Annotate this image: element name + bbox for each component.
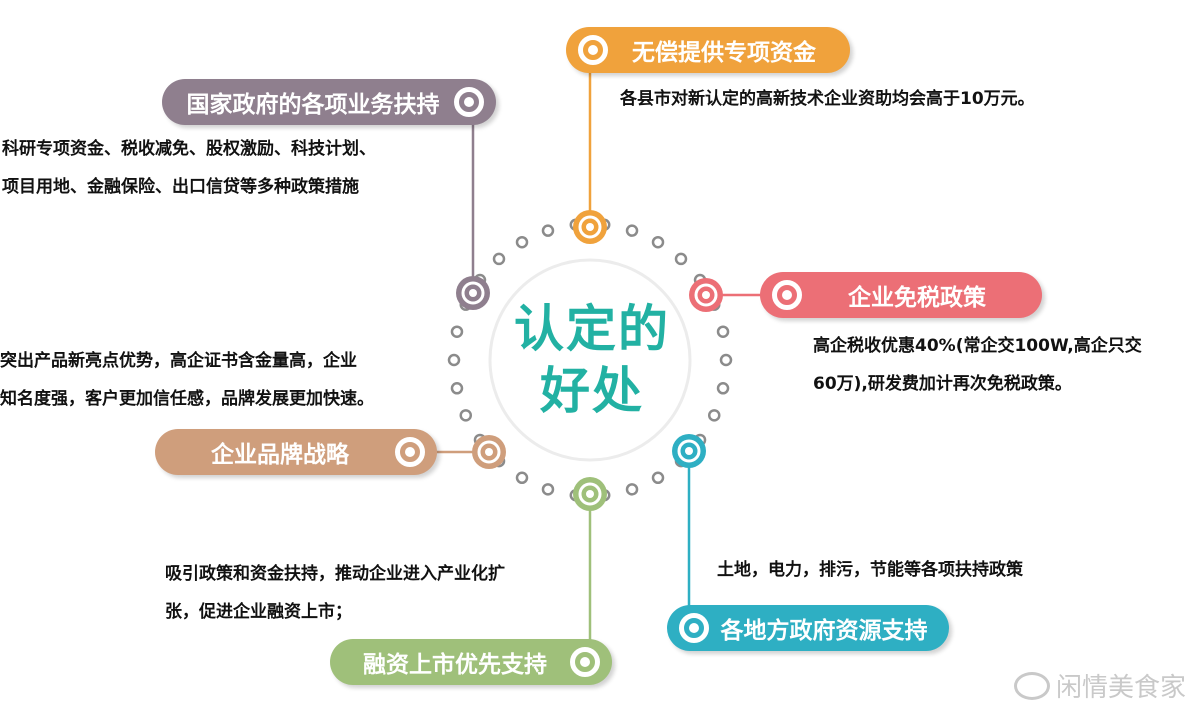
node-ring	[578, 215, 602, 239]
ring-dot	[515, 235, 529, 249]
pill-label: 各地方政府资源支持	[720, 618, 928, 644]
target-icon	[578, 35, 608, 65]
ring-dot	[541, 224, 555, 237]
pill-label: 无偿提供专项资金	[632, 40, 816, 66]
ring-dot	[716, 382, 730, 395]
pill-free-funding: 无偿提供专项资金	[566, 27, 850, 73]
target-icon	[772, 280, 802, 310]
pill-label: 企业免税政策	[848, 285, 986, 311]
desc-line: 土地，电力，排污，节能等各项扶持政策	[717, 560, 1023, 580]
node-dot	[586, 223, 594, 231]
node-ring	[477, 440, 501, 464]
desc-brand-strategy: 突出产品新亮点优势，高企证书含金量高，企业 知名度强，客户更加信任感，品牌发展更…	[0, 342, 374, 418]
watermark-text: 闲情美食家	[1055, 673, 1186, 703]
target-icon	[570, 647, 600, 677]
ring-dot	[515, 471, 529, 485]
desc-line: 60万),研发费加计再次免税政策。	[813, 374, 1072, 394]
desc-line: 吸引政策和资金扶持，推动企业进入产业化扩	[165, 564, 505, 584]
desc-line: 项目用地、金融保险、出口信贷等多种政策措施	[2, 177, 359, 197]
desc-free-funding: 各县市对新认定的高新技术企业资助均会高于10万元。	[620, 80, 1035, 118]
ring-dot	[625, 483, 639, 496]
node-dot	[485, 448, 493, 456]
pill-label: 企业品牌战略	[211, 442, 349, 468]
target-icon	[679, 613, 709, 643]
ring-dot	[716, 325, 730, 338]
ring-dot	[719, 353, 733, 367]
desc-line: 高企税收优惠40%(常企交100W,高企只交	[813, 336, 1142, 356]
desc-listing-support: 吸引政策和资金扶持，推动企业进入产业化扩 张，促进企业融资上市；	[165, 555, 505, 631]
ring-dot	[450, 382, 464, 395]
desc-tax-exemption: 高企税收优惠40%(常企交100W,高企只交 60万),研发费加计再次免税政策。	[813, 327, 1142, 403]
ring-dot	[541, 483, 555, 496]
ring-dot	[459, 409, 473, 422]
target-icon	[395, 437, 425, 467]
center-title-line2: 好处	[540, 362, 644, 420]
pill-local-resources: 各地方政府资源支持	[667, 605, 949, 651]
watermark: 闲情美食家	[1013, 667, 1186, 704]
pill-listing-support: 融资上市优先支持	[330, 639, 612, 685]
pill-government-support: 国家政府的各项业务扶持	[162, 79, 496, 125]
desc-line: 突出产品新亮点优势，高企证书含金量高，企业	[0, 351, 357, 371]
ring-dot	[651, 235, 665, 249]
pill-brand-strategy: 企业品牌战略	[155, 429, 437, 475]
center-title-line1: 认定的	[514, 300, 670, 358]
desc-line: 各县市对新认定的高新技术企业资助均会高于10万元。	[620, 89, 1035, 109]
node-ring	[677, 439, 701, 463]
center-title: 认定的 好处	[502, 298, 682, 422]
node-dot	[685, 447, 693, 455]
node-ring	[461, 281, 485, 305]
pill-label: 国家政府的各项业务扶持	[186, 92, 440, 118]
pill-tax-exemption: 企业免税政策	[760, 272, 1042, 318]
desc-line: 张，促进企业融资上市；	[165, 602, 352, 622]
desc-line: 知名度强，客户更加信任感，品牌发展更加快速。	[0, 389, 374, 409]
ring-dot	[447, 353, 461, 367]
ring-dot	[674, 252, 688, 266]
node-ring	[578, 482, 602, 506]
ring-dot	[450, 325, 464, 338]
weibo-icon	[1013, 671, 1050, 700]
node-ring	[694, 283, 718, 307]
node-dot	[702, 291, 710, 299]
center-circle	[488, 258, 692, 462]
target-icon	[454, 87, 484, 117]
pill-label: 融资上市优先支持	[363, 652, 547, 678]
node-dot	[469, 289, 477, 297]
ring-dot	[625, 224, 639, 237]
desc-local-resources: 土地，电力，排污，节能等各项扶持政策	[717, 551, 1023, 589]
node-dot	[586, 490, 594, 498]
ring-dot	[492, 252, 506, 266]
desc-government-support: 科研专项资金、税收减免、股权激励、科技计划、 项目用地、金融保险、出口信贷等多种…	[2, 130, 376, 206]
ring-dot	[707, 409, 721, 422]
desc-line: 科研专项资金、税收减免、股权激励、科技计划、	[2, 139, 376, 159]
ring-dot	[651, 471, 665, 485]
